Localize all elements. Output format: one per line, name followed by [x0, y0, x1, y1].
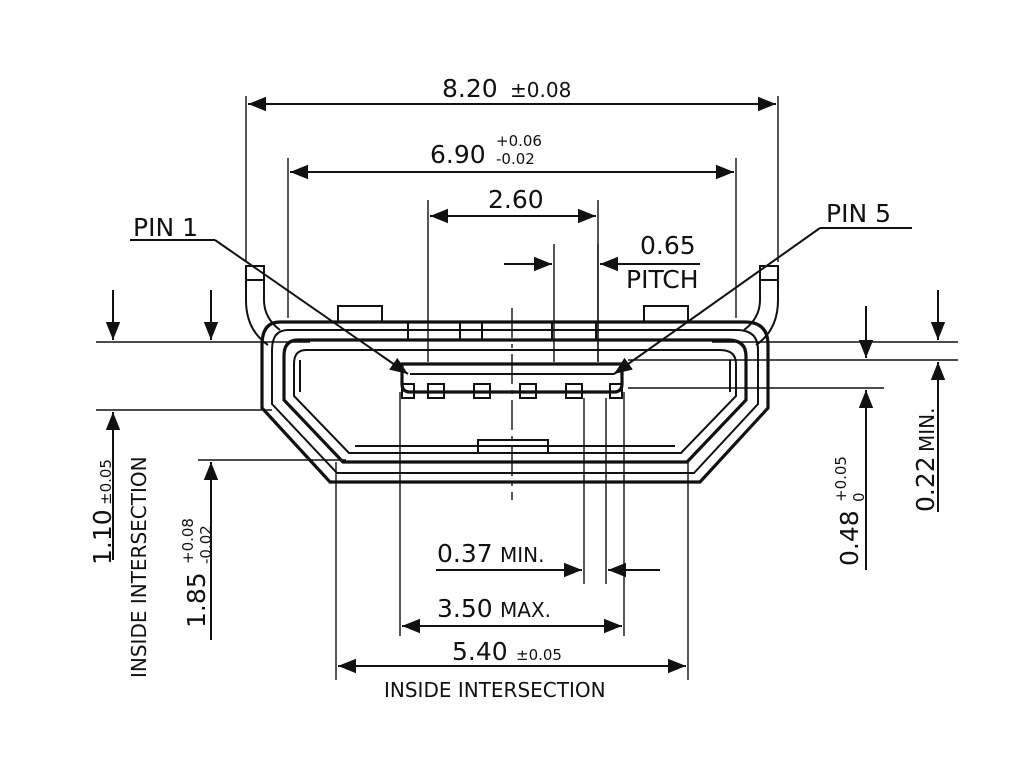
min-gap-suffix: MIN.: [500, 543, 544, 567]
callout-pin5: PIN 5: [613, 199, 912, 375]
dim-right-heights: 0.48 +0.05 0 0.22 MIN.: [628, 290, 958, 570]
pitch-label: PITCH: [626, 265, 699, 294]
right-height-1-value: 0.48: [835, 510, 864, 566]
inner-width-value: 6.90: [430, 140, 486, 169]
inside-width-tol: ±0.05: [516, 646, 562, 664]
connector-shell: [260, 305, 770, 484]
dim-overall-width: 8.20 ±0.08: [245, 74, 779, 262]
dim-inside-width: 5.40 ±0.05 INSIDE INTERSECTION: [335, 462, 689, 702]
overall-width-value: 8.20: [442, 74, 498, 103]
pitch-value: 0.65: [640, 231, 696, 260]
inside-width-value: 5.40: [452, 637, 508, 666]
inner-width-tol-minus: -0.02: [496, 150, 535, 168]
dim-min-gap: 0.37 MIN.: [436, 398, 660, 584]
right-height-2-suffix: MIN.: [915, 408, 939, 452]
callout-pin1: PIN 1: [130, 213, 409, 375]
right-height-1-tol-minus: 0: [850, 492, 868, 502]
tongue: [400, 362, 624, 399]
left-height-1-value: 1.10: [88, 509, 117, 565]
overall-width-tol: ±0.08: [510, 78, 571, 102]
pin1-label: PIN 1: [133, 213, 198, 242]
tongue-width-value: 3.50: [437, 594, 493, 623]
dim-pin-span: 2.60: [427, 185, 599, 362]
tongue-width-suffix: MAX.: [500, 598, 551, 622]
left-height-1-tol: ±0.05: [97, 459, 115, 505]
left-height-1-note: INSIDE INTERSECTION: [127, 456, 151, 678]
left-height-2-tol-minus: -0.02: [197, 525, 215, 564]
dim-tongue-width: 3.50 MAX.: [399, 392, 625, 636]
min-gap-value: 0.37: [437, 539, 493, 568]
pin5-label: PIN 5: [826, 199, 891, 228]
left-height-2-value: 1.85: [182, 572, 211, 628]
right-height-1-tol-plus: +0.05: [832, 456, 850, 502]
pin-span-value: 2.60: [488, 185, 544, 214]
inside-width-note: INSIDE INTERSECTION: [384, 678, 606, 702]
dim-pitch: 0.65 PITCH: [504, 231, 700, 362]
inner-width-tol-plus: +0.06: [496, 132, 542, 150]
left-height-2-tol-plus: +0.08: [179, 518, 197, 564]
right-height-2-value: 0.22: [911, 456, 940, 512]
dim-left-heights: 1.10 ±0.05 INSIDE INTERSECTION 1.85 +0.0…: [88, 290, 346, 678]
